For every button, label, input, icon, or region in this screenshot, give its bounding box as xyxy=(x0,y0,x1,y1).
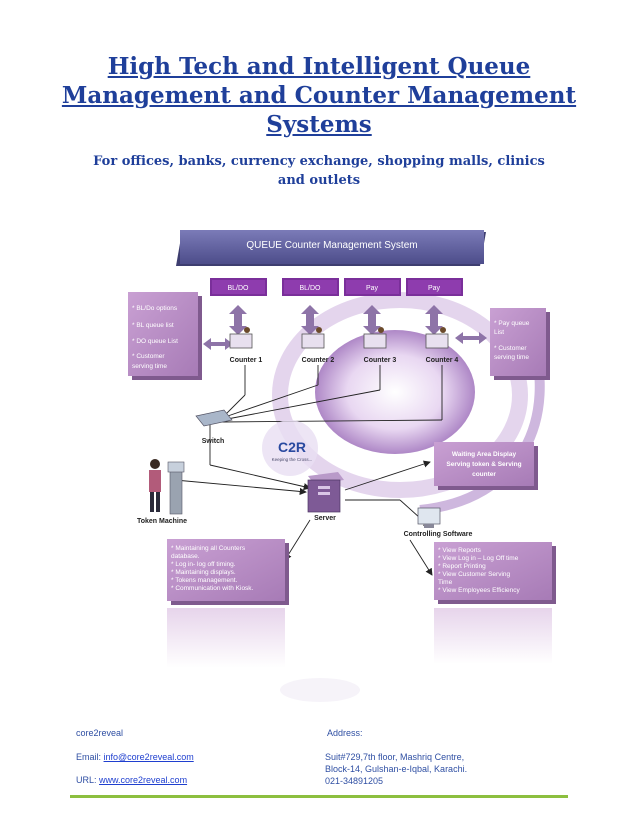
server-function-line: * Communication with Kiosk. xyxy=(171,585,254,592)
right-note-line: * Pay queue xyxy=(494,320,530,327)
left-note-line: * Customer xyxy=(132,353,165,360)
left-note-line: * BL queue list xyxy=(132,322,174,329)
server-label: Server xyxy=(314,515,336,522)
left-note-line: * BL/Do options xyxy=(132,305,178,312)
software-function-line: * View Reports xyxy=(438,547,482,554)
right-note-panel: * Pay queue List * Customer serving time xyxy=(490,308,550,380)
server-computer: Server xyxy=(307,472,344,522)
right-note-line: serving time xyxy=(494,354,529,361)
server-function-line: * Maintaining displays. xyxy=(171,569,236,576)
footer-url: URL: www.core2reveal.com xyxy=(76,775,187,785)
switch-label: Switch xyxy=(202,438,225,445)
left-note-line: serving time xyxy=(132,363,167,370)
footer-company: core2reveal xyxy=(76,728,124,738)
software-function-line: * View Customer Serving xyxy=(438,571,511,578)
left-note-line: * DO queue List xyxy=(132,338,178,345)
counter-desks: Counter 1 Counter 2 Counter 3 Counter 4 xyxy=(229,327,459,364)
footer-divider xyxy=(70,795,568,798)
left-note-panel: * BL/Do options * BL queue list * DO que… xyxy=(128,292,202,380)
right-note-line: * Customer xyxy=(494,345,527,352)
waiting-display-panel: Waiting Area Display Serving token & Ser… xyxy=(434,442,538,490)
service-tab-4: Pay xyxy=(428,285,441,292)
counter-label-3: Counter 3 xyxy=(364,357,397,364)
waiting-display-line: Serving token & Serving xyxy=(446,461,521,468)
logo-tagline: Keeping the Cross... xyxy=(272,457,313,462)
service-tab-1: BL/DO xyxy=(227,285,249,292)
controlling-software-pc: Controlling Software xyxy=(404,507,473,538)
token-machine-label: Token Machine xyxy=(137,518,187,525)
software-function-line: * View Log in – Log Off time xyxy=(438,555,519,562)
c2r-logo: C2R Keeping the Cross... xyxy=(262,420,318,476)
counter-link-arrows xyxy=(203,305,487,350)
counter-desk-icon xyxy=(301,327,325,349)
waiting-display-line: counter xyxy=(472,471,496,478)
waiting-display-line: Waiting Area Display xyxy=(452,451,517,458)
server-function-line: * Log in- log off timing. xyxy=(171,561,236,568)
server-function-line: database. xyxy=(171,553,200,560)
service-tab-3: Pay xyxy=(366,285,379,292)
banner-label: QUEUE Counter Management System xyxy=(246,240,417,251)
right-note-line: List xyxy=(494,329,504,336)
counter-label-4: Counter 4 xyxy=(426,357,459,364)
counter-desk-icon xyxy=(229,327,253,349)
server-function-line: * Maintaining all Counters xyxy=(171,545,246,552)
software-function-line: * Report Printing xyxy=(438,563,486,570)
counter-desk-icon xyxy=(425,327,449,349)
software-function-line: * View Employees Efficiency xyxy=(438,587,521,594)
website-link[interactable]: www.core2reveal.com xyxy=(99,775,188,785)
footer-address-label: Address: xyxy=(327,728,363,738)
system-banner: QUEUE Counter Management System xyxy=(176,230,486,266)
page-title: High Tech and Intelligent Queue Manageme… xyxy=(61,53,577,138)
url-label: URL: xyxy=(76,775,97,785)
counter-label-1: Counter 1 xyxy=(230,357,263,364)
network-switch: Switch xyxy=(195,409,233,445)
footer-address-line1: Suit#729,7th floor, Mashriq Centre, xyxy=(325,752,465,762)
page-subtitle: For offices, banks, currency exchange, s… xyxy=(93,154,545,188)
server-function-line: * Tokens management. xyxy=(171,577,238,584)
footer-address-line2: Block-14, Gulshan-e-Iqbal, Karachi. xyxy=(325,764,468,774)
controlling-software-label: Controlling Software xyxy=(404,531,473,538)
software-function-line: Time xyxy=(438,579,453,586)
email-label: Email: xyxy=(76,752,102,762)
footer-phone: 021-34891205 xyxy=(325,776,384,786)
footer-email: Email: info@core2reveal.com xyxy=(76,752,194,762)
counter-desk-icon xyxy=(363,327,387,349)
logo-text: C2R xyxy=(278,439,306,455)
email-link[interactable]: info@core2reveal.com xyxy=(103,752,194,762)
diagram-reflection xyxy=(167,608,552,702)
token-machine-kiosk: Token Machine xyxy=(137,459,187,525)
service-tabs: BL/DO BL/DO Pay Pay xyxy=(210,278,463,296)
server-functions-panel: * Maintaining all Counters database. * L… xyxy=(167,539,289,605)
counter-label-2: Counter 2 xyxy=(302,357,335,364)
service-tab-2: BL/DO xyxy=(299,285,321,292)
software-functions-panel: * View Reports * View Log in – Log Off t… xyxy=(434,542,556,604)
network-lines xyxy=(174,365,443,576)
